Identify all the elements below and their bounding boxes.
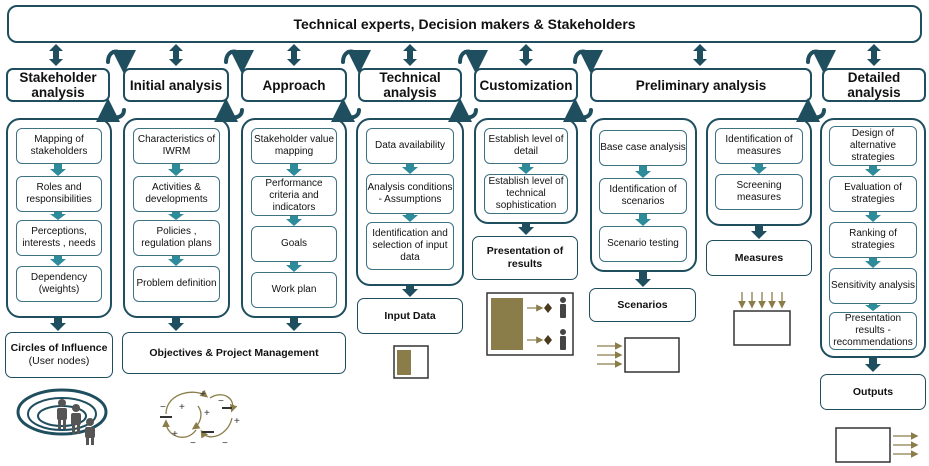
step-activities-developments: Activities & developments (133, 176, 220, 212)
column-output-arrows (50, 224, 881, 372)
scenarios-icon (597, 337, 680, 373)
sign-4: + (172, 429, 178, 440)
phase-preliminary-analysis: Preliminary analysis (590, 68, 812, 102)
output-circles-of-influence: Circles of Influence (User nodes) (5, 332, 113, 378)
input-data-icon (393, 345, 429, 379)
step-analysis-conditions: Analysis conditions - Assumptions (366, 174, 454, 214)
step-screening-measures: Screening measures (715, 174, 803, 210)
presenter-icon-1 (560, 297, 566, 303)
banner-arrow-detailed (867, 44, 881, 66)
presenter-icon-2 (560, 329, 566, 335)
step-evaluation-strategies: Evaluation of strategies (829, 176, 917, 212)
step-perceptions: Perceptions, interests , needs (16, 220, 102, 256)
loop-bottom-2 (214, 98, 244, 123)
step-technical-sophistication: Establish level of technical sophisticat… (484, 174, 568, 214)
step-input-data-selection: Identification and selection of input da… (366, 222, 454, 270)
step-presentation-recommendations: Presentation results - recommendations (829, 312, 917, 350)
loop-top-4 (458, 49, 488, 74)
step-arrows (50, 164, 881, 311)
feedback-signs: + + + + + − − − − (160, 389, 240, 449)
output-scenarios: Scenarios (589, 288, 696, 322)
phase-detailed-analysis: Detailed analysis (822, 68, 926, 102)
banner-link-arrows (49, 44, 881, 66)
loop-top-3 (341, 49, 371, 74)
banner-arrow-preliminary (693, 44, 707, 66)
step-dependency: Dependency (weights) (16, 266, 102, 302)
step-mapping-stakeholders: Mapping of stakeholders (16, 128, 102, 164)
step-problem-definition: Problem definition (133, 266, 220, 302)
phase-technical-analysis: Technical analysis (358, 68, 462, 102)
banner-arrow-approach (287, 44, 301, 66)
outputs-icon (835, 427, 919, 463)
step-goals: Goals (251, 226, 337, 262)
banner-arrow-technical (403, 44, 417, 66)
step-level-of-detail: Establish level of detail (484, 128, 568, 164)
phase-stakeholder-analysis: Stakeholder analysis (6, 68, 110, 102)
sign-9: − (190, 438, 196, 449)
loop-top-1 (106, 49, 136, 74)
step-design-strategies: Design of alternative strategies (829, 126, 917, 166)
loop-bottom-4 (448, 98, 478, 123)
step-identification-measures: Identification of measures (715, 128, 803, 164)
banner-arrow-stakeholder (49, 44, 63, 66)
circles-title: Circles of Influence (10, 342, 108, 354)
sign-1: + (200, 389, 206, 400)
step-scenario-testing: Scenario testing (599, 226, 687, 262)
phase-loop-arrows (96, 49, 836, 123)
phase-initial-analysis: Initial analysis (123, 68, 229, 102)
presentation-results-icon (486, 292, 574, 356)
step-performance-criteria: Performance criteria and indicators (251, 176, 337, 216)
loop-top-2 (224, 49, 254, 74)
sign-3: + (204, 408, 210, 419)
loop-bottom-1 (96, 98, 126, 123)
loop-top-5 (573, 49, 603, 74)
stakeholder-people-icon (57, 399, 95, 445)
step-policies-regulation: Policies , regulation plans (133, 220, 220, 256)
banner-arrow-customization (519, 44, 533, 66)
loop-bottom-6 (796, 98, 826, 123)
step-sensitivity-analysis: Sensitivity analysis (829, 268, 917, 304)
sign-2: + (179, 402, 185, 413)
circles-subtitle: (User nodes) (28, 355, 90, 367)
step-stakeholder-value-mapping: Stakeholder value mapping (251, 128, 337, 164)
sign-5: + (234, 416, 240, 427)
step-identification-scenarios: Identification of scenarios (599, 178, 687, 214)
step-characteristics-iwrm: Characteristics of IWRM (133, 128, 220, 164)
stakeholders-banner: Technical experts, Decision makers & Sta… (7, 5, 922, 43)
phase-approach: Approach (241, 68, 347, 102)
feedback-loop-icon (160, 389, 238, 439)
loop-top-6 (806, 49, 836, 74)
step-data-availability: Data availability (366, 128, 454, 164)
sign-8: − (222, 438, 228, 449)
output-input-data: Input Data (357, 298, 463, 334)
circles-of-influence-icon (16, 388, 108, 445)
output-objectives: Objectives & Project Management (122, 332, 346, 374)
output-measures: Measures (706, 240, 812, 276)
loop-bottom-5 (563, 98, 593, 123)
sign-7: − (218, 396, 224, 407)
sign-6: − (160, 402, 166, 413)
loop-bottom-3 (331, 98, 361, 123)
output-presentation-results: Presentation of results (472, 236, 578, 280)
phase-customization: Customization (474, 68, 578, 102)
step-roles-responsibilities: Roles and responsibilities (16, 176, 102, 212)
step-ranking-strategies: Ranking of strategies (829, 222, 917, 258)
step-base-case-analysis: Base case analysis (599, 130, 687, 166)
banner-arrow-initial (169, 44, 183, 66)
step-work-plan: Work plan (251, 272, 337, 308)
measures-icon (733, 292, 791, 346)
output-outputs: Outputs (820, 374, 926, 410)
